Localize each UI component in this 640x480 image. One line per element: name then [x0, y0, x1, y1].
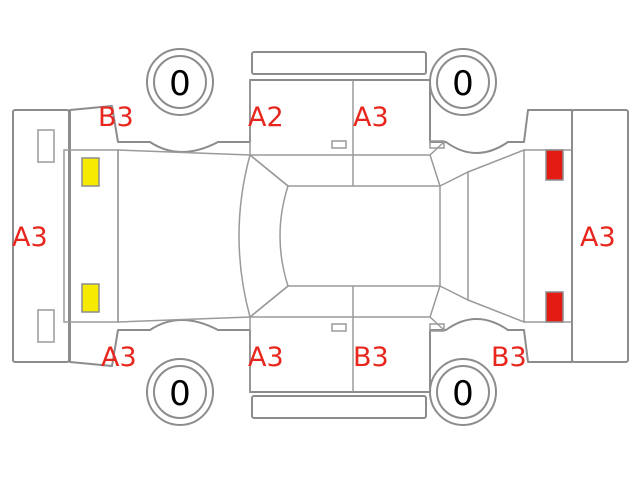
rear-window: [439, 170, 469, 302]
tire-top-rear-value: 0: [452, 64, 474, 104]
grade-rear-left-door: A3: [353, 102, 389, 133]
car-body-outline: [69, 79, 573, 393]
pillar-lines: [249, 154, 441, 318]
top-side-skirt: [251, 51, 427, 75]
tire-top-front-value: 0: [169, 64, 191, 104]
bottom-side-skirt: [251, 395, 427, 419]
grade-front-right-door: A3: [248, 342, 284, 373]
tire-bottom-rear-value: 0: [452, 374, 474, 414]
tire-bottom-rear: [429, 358, 497, 426]
rear-taillamp-bottom: [545, 291, 564, 323]
hood-side-lines: [117, 149, 251, 323]
grade-front-left-door: A2: [248, 102, 284, 133]
bottom-rear-door-handle: [429, 323, 445, 332]
grade-top-left-fender: B3: [98, 102, 134, 133]
tire-top-front: [146, 48, 214, 116]
rear-taillamp-top: [545, 149, 564, 181]
tire-top-rear: [429, 48, 497, 116]
grade-bottom-right-quarter: B3: [491, 342, 527, 373]
front-bumper-slot-top: [37, 129, 55, 163]
front-bumper-slot-bottom: [37, 309, 55, 343]
trunk-lid: [467, 148, 525, 324]
grade-rear-right-door: B3: [353, 342, 389, 373]
front-headlamp-top: [81, 157, 100, 187]
grade-rear-bumper: A3: [580, 222, 616, 253]
top-front-door-handle: [331, 140, 347, 149]
tire-bottom-front: [146, 358, 214, 426]
front-headlamp-bottom: [81, 283, 100, 313]
grille-area: [63, 149, 119, 323]
bottom-front-door-handle: [331, 323, 347, 332]
grade-bottom-left-fender: A3: [101, 342, 137, 373]
roof: [288, 185, 441, 287]
tire-bottom-front-value: 0: [169, 374, 191, 414]
bottom-door-sill: [250, 316, 445, 331]
top-rear-door-handle: [429, 140, 445, 149]
grade-front-bumper: A3: [12, 222, 48, 253]
top-door-sill: [250, 141, 445, 156]
